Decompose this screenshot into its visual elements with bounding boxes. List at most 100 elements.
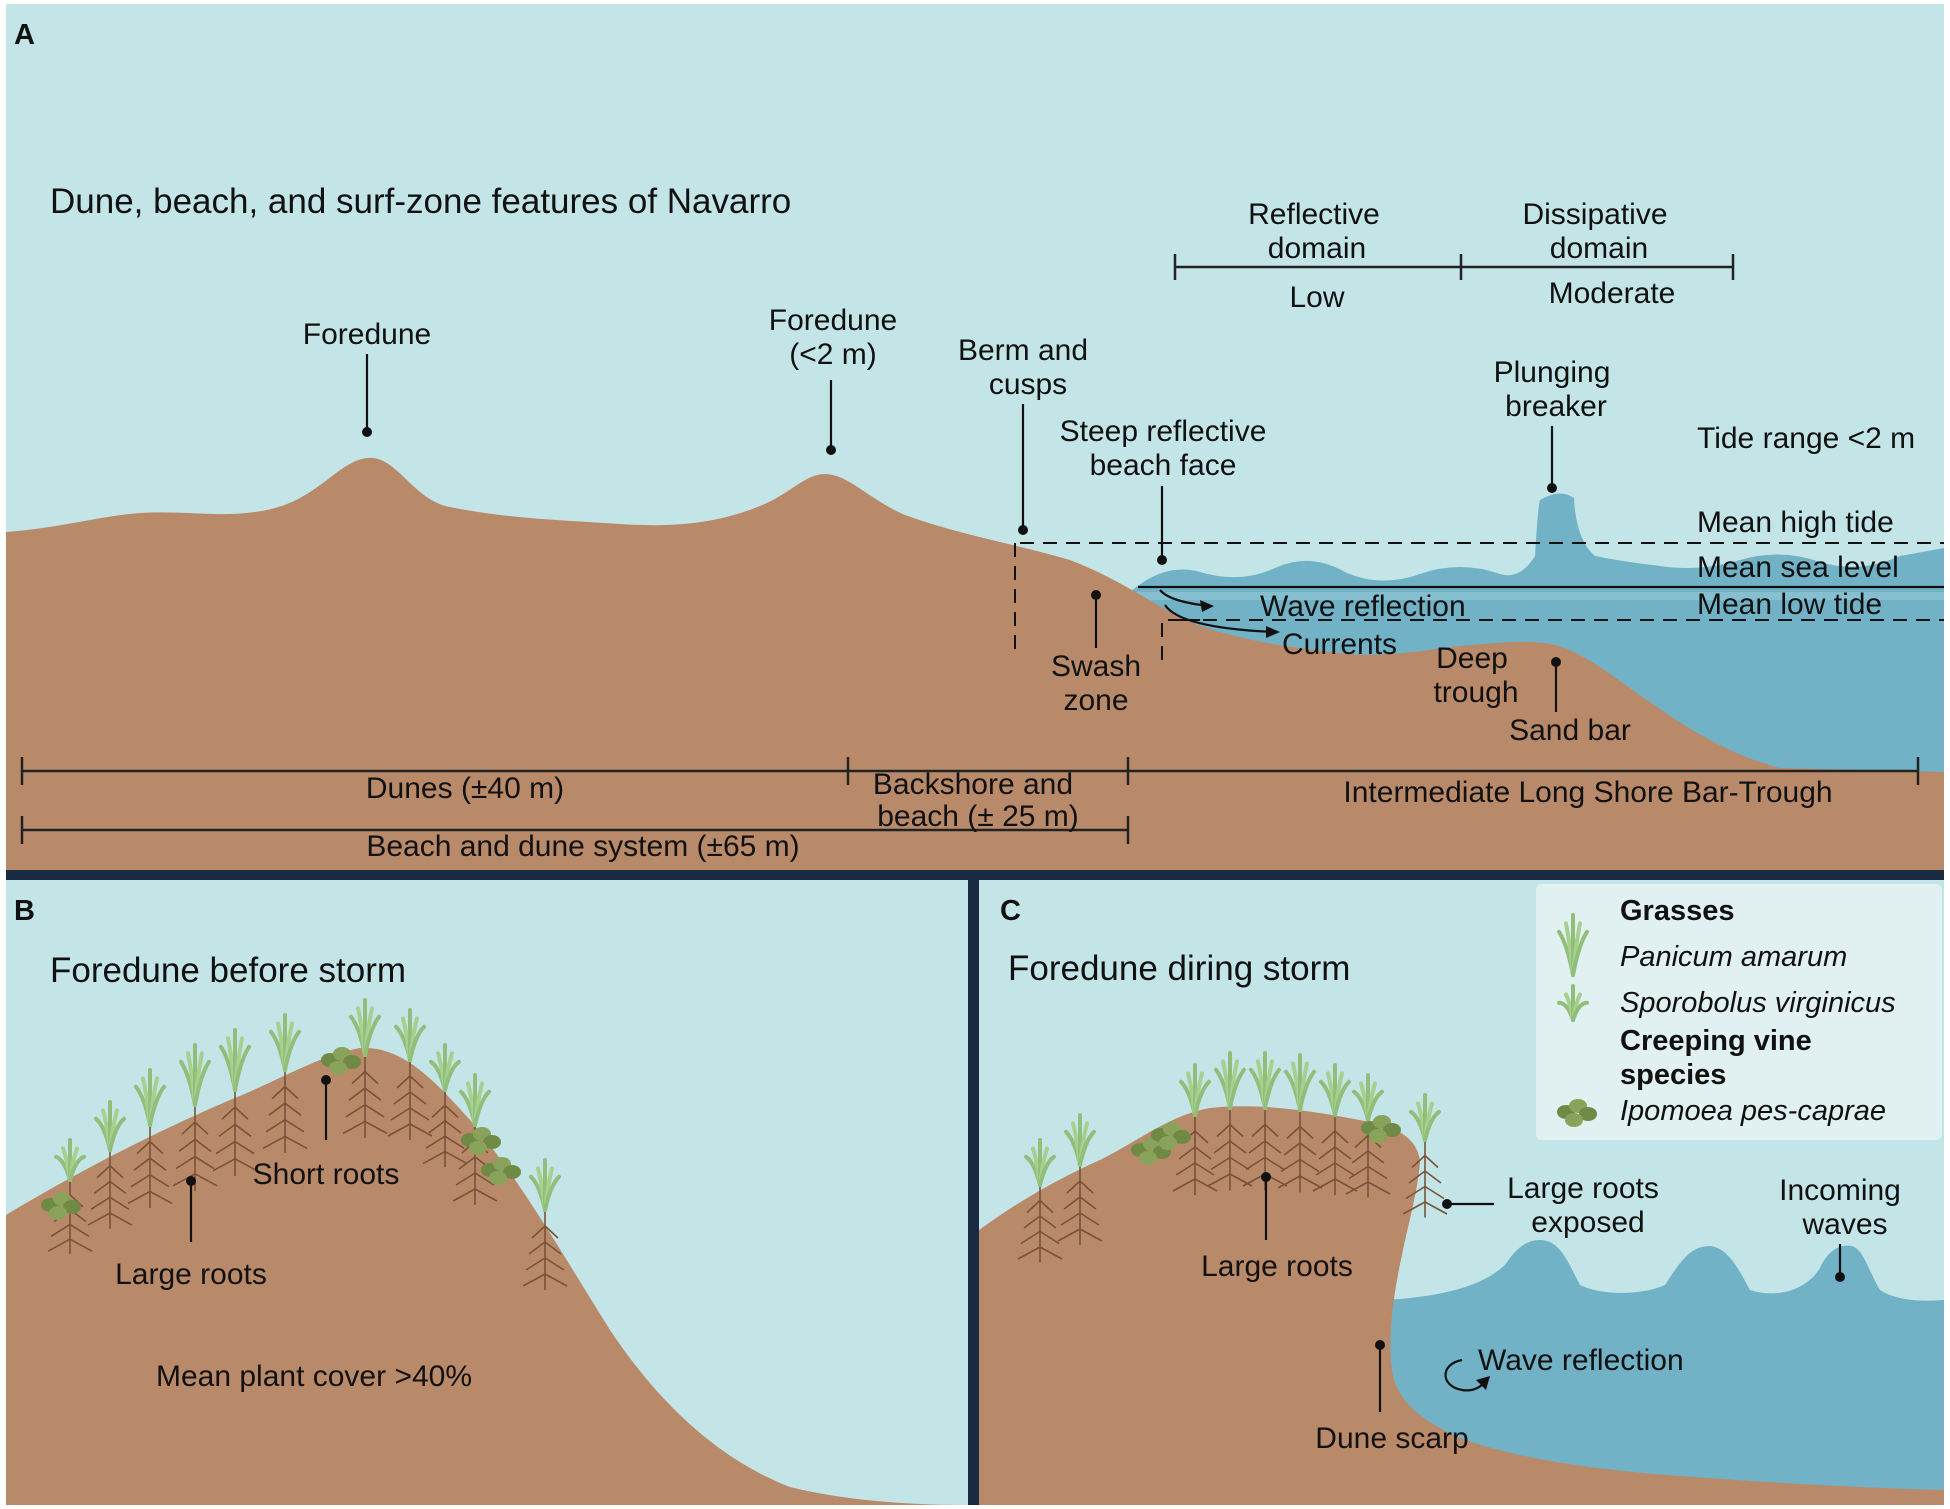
foredune2-label-2: (<2 m) <box>789 338 877 371</box>
root-icon <box>1057 1165 1103 1245</box>
mean-low-tide-label: Mean low tide <box>1697 588 1882 621</box>
vertical-divider <box>968 880 979 1505</box>
vine-icon <box>41 1192 81 1220</box>
panel-b-grasses <box>54 998 561 1212</box>
incoming-waves-label-1: Incoming <box>1779 1174 1901 1207</box>
mean-sea-level-label: Mean sea level <box>1697 551 1899 584</box>
foredune1-label: Foredune <box>303 318 431 351</box>
grass-icon <box>429 1043 461 1092</box>
span-scales <box>20 757 1920 844</box>
vine-icon <box>1361 1115 1401 1143</box>
grass-icon <box>54 1138 86 1182</box>
vine-icon <box>1557 1099 1597 1127</box>
grass-icon <box>1214 1051 1246 1110</box>
berm-label-2: cusps <box>989 368 1067 401</box>
root-icon <box>422 1090 468 1167</box>
swash-label-1: Swash <box>1051 650 1141 683</box>
grass-icon <box>394 1008 426 1062</box>
arrow-icon <box>1266 626 1280 638</box>
grass-icon <box>1024 1138 1056 1187</box>
grass-icon <box>1557 984 1589 1022</box>
steep-label-1: Steep reflective <box>1060 415 1267 448</box>
grass-icon <box>1557 913 1589 977</box>
large-roots-exposed-label-2: exposed <box>1531 1206 1644 1239</box>
panel-a: A Dune, beach, and surf-zone features of… <box>6 4 1944 870</box>
wave-reflection-label: Wave reflection <box>1260 590 1466 623</box>
root-icon <box>342 1055 388 1138</box>
dissipative-label-2: domain <box>1550 232 1648 265</box>
grass-icon <box>459 1073 491 1127</box>
panel-c-letter: C <box>1000 895 1021 927</box>
backshore-span-label-1: Backshore and <box>873 768 1073 801</box>
large-roots-c-dot <box>1261 1172 1271 1182</box>
grass-icon <box>529 1158 561 1212</box>
currents-arrow <box>1164 604 1276 634</box>
dunes-span-label: Dunes (±40 m) <box>366 772 564 805</box>
vine-icon <box>461 1127 501 1155</box>
steep-dot <box>1157 555 1167 565</box>
steep-label-2: beach face <box>1090 449 1237 482</box>
root-icon <box>1277 1110 1323 1193</box>
panel-a-letter: A <box>14 19 35 51</box>
dune-scarp-dot <box>1375 1340 1385 1350</box>
legend-creeping-heading-2: species <box>1620 1059 1726 1091</box>
foredune2-dot <box>826 445 836 455</box>
root-icon <box>1312 1115 1358 1195</box>
backshore-span-label-2: beach (± 25 m) <box>877 800 1079 833</box>
root-icon <box>522 1210 568 1290</box>
panel-c-sand <box>979 1106 1944 1505</box>
reflective-label-1: Reflective <box>1248 198 1380 231</box>
panel-a-title: Dune, beach, and surf-zone features of N… <box>50 182 791 221</box>
plunging-dot <box>1547 483 1557 493</box>
plunging-label-2: breaker <box>1505 390 1607 423</box>
panel-a-sand <box>6 457 1944 870</box>
swash-label-2: zone <box>1063 684 1128 717</box>
legend-sporobolus: Sporobolus virginicus <box>1620 987 1896 1019</box>
short-roots-dot <box>321 1075 331 1085</box>
foredune2-label-1: Foredune <box>769 304 897 337</box>
large-roots-c-label: Large roots <box>1201 1250 1353 1283</box>
large-roots-exposed-dot <box>1442 1199 1452 1209</box>
grass-icon <box>269 1013 301 1072</box>
foredune1-dot <box>362 427 372 437</box>
grass-icon <box>219 1028 251 1092</box>
large-roots-exposed-label-1: Large roots <box>1507 1172 1659 1205</box>
dissipative-label-1: Dissipative <box>1522 198 1667 231</box>
sand-bar-label: Sand bar <box>1509 714 1631 747</box>
grass-icon <box>349 998 381 1057</box>
panel-b-letter: B <box>14 895 35 927</box>
root-icon <box>127 1125 173 1208</box>
root-icon <box>262 1070 308 1153</box>
horizontal-divider <box>6 870 1944 880</box>
grass-icon <box>94 1100 126 1152</box>
panel-b-sand <box>6 1047 968 1505</box>
vine-icon <box>1151 1122 1191 1150</box>
incoming-waves-label-2: waves <box>1801 1208 1887 1241</box>
legend-ipomoea: Ipomoea pes-caprae <box>1620 1095 1886 1127</box>
reflective-label-2: domain <box>1268 232 1366 265</box>
small-grass-icon <box>1557 984 1589 1022</box>
root-icon <box>1402 1140 1448 1218</box>
panel-c-vines <box>1131 1115 1401 1165</box>
panel-b-title: Foredune before storm <box>50 951 406 990</box>
intermediate-span-label: Intermediate Long Shore Bar-Trough <box>1343 776 1832 809</box>
grass-icon <box>1319 1063 1351 1117</box>
panel-c-roots <box>1017 1108 1448 1263</box>
sandbar-dot <box>1551 657 1561 667</box>
vine-icon <box>481 1157 521 1185</box>
incoming-waves-dot <box>1835 1272 1845 1282</box>
plunging-label-1: Plunging <box>1494 356 1611 389</box>
root-icon <box>212 1090 258 1176</box>
root-icon <box>87 1150 133 1229</box>
legend-box <box>1536 884 1942 1140</box>
large-roots-b-label: Large roots <box>115 1258 267 1291</box>
root-icon <box>1207 1108 1253 1191</box>
grass-icon <box>1064 1113 1096 1167</box>
root-icon <box>172 1105 218 1191</box>
arrow-icon <box>1476 1376 1490 1390</box>
short-roots-label: Short roots <box>253 1158 400 1191</box>
legend-panicum: Panicum amarum <box>1620 941 1847 973</box>
panel-c-title: Foredune diring storm <box>1008 949 1350 988</box>
legend-grasses-heading: Grasses <box>1620 895 1735 927</box>
